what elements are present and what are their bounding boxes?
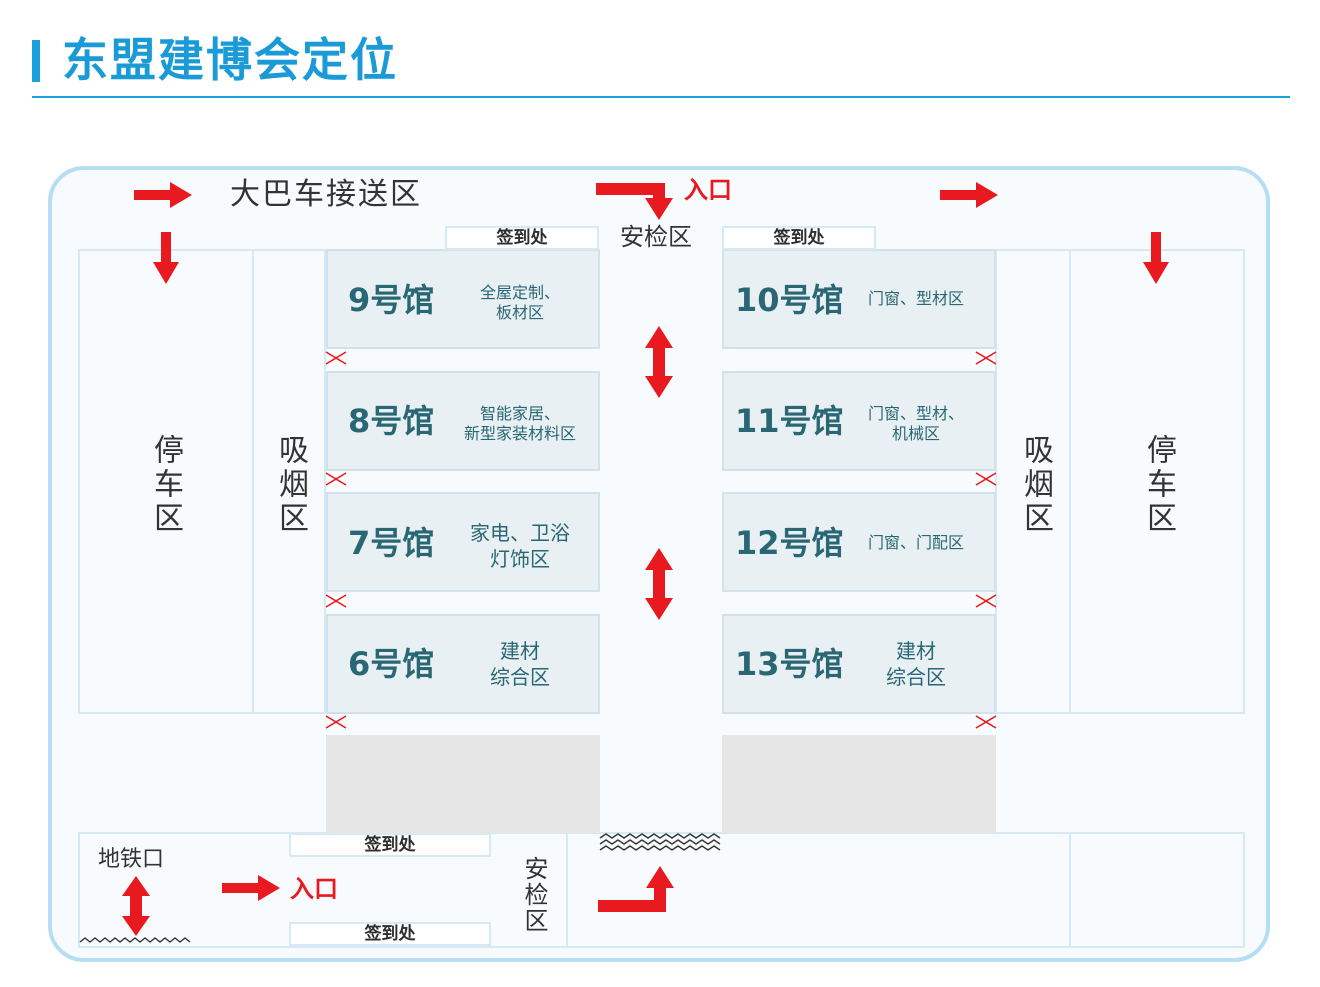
bus-area-label: 大巴车接送区	[230, 177, 422, 212]
arrow-right-icon	[940, 182, 998, 208]
hall-number: 13号馆	[735, 645, 844, 683]
bottom-zone-right	[1069, 832, 1245, 948]
smoking-zone-left	[252, 249, 326, 714]
wave-icon	[599, 839, 721, 845]
hall-10	[722, 249, 996, 349]
metro-label: 地铁口	[98, 847, 165, 872]
hall-description: 全屋定制、 板材区	[479, 283, 560, 322]
hall-number: 11号馆	[735, 402, 844, 440]
parking-label-right: 停车区	[1141, 434, 1176, 536]
signin-desk-bottom-upper: 签到处	[289, 833, 491, 857]
hall-9	[326, 249, 600, 349]
smoking-label-right: 吸烟区	[1018, 434, 1053, 536]
hall-description: 门窗、型材区	[867, 289, 964, 308]
hall-description: 家电、卫浴 灯饰区	[470, 521, 570, 571]
page-title: 东盟建博会定位	[62, 33, 398, 87]
hall-number: 8号馆	[348, 402, 435, 440]
signin-desk-bottom-lower: 签到处	[289, 922, 491, 946]
hall-number: 9号馆	[348, 281, 435, 319]
wave-icon	[599, 845, 721, 851]
bottom-zone-center	[566, 832, 1071, 948]
door-icon	[975, 472, 997, 486]
parking-label-left: 停车区	[148, 434, 183, 536]
arrow-right-icon	[222, 875, 280, 901]
entrance-label-top: 入口	[684, 176, 732, 204]
title-accent-bar	[32, 40, 40, 82]
wave-icon	[79, 937, 191, 943]
door-icon	[325, 351, 347, 365]
door-icon	[325, 715, 347, 729]
hall-6	[326, 614, 600, 714]
empty-block-right	[722, 735, 996, 833]
door-icon	[975, 351, 997, 365]
hall-number: 6号馆	[348, 645, 435, 683]
door-icon	[975, 594, 997, 608]
hall-7	[326, 492, 600, 592]
smoking-label-left: 吸烟区	[273, 434, 308, 536]
hall-number: 10号馆	[735, 281, 844, 319]
parking-zone-right	[1069, 249, 1245, 714]
double-arrow-icon	[122, 876, 150, 936]
signin-desk-top-right: 签到处	[722, 226, 876, 250]
hall-description: 门窗、门配区	[867, 533, 964, 552]
signin-desk-top-left: 签到处	[445, 226, 599, 250]
hall-13	[722, 614, 996, 714]
door-icon	[325, 472, 347, 486]
title-divider	[32, 96, 1290, 98]
entrance-arrow-icon	[598, 866, 674, 912]
double-arrow-icon	[645, 326, 673, 398]
hall-description: 建材 综合区	[886, 639, 946, 689]
hall-12	[722, 492, 996, 592]
hall-11	[722, 371, 996, 471]
door-icon	[325, 594, 347, 608]
arrow-down-icon	[153, 232, 179, 284]
entrance-arrow-icon	[596, 183, 673, 220]
entrance-label-bottom: 入口	[290, 875, 338, 903]
hall-description: 门窗、型材、 机械区	[867, 404, 964, 443]
hall-number: 12号馆	[735, 524, 844, 562]
hall-description: 建材 综合区	[490, 639, 550, 689]
door-icon	[975, 715, 997, 729]
security-label-bottom: 安检区	[520, 856, 548, 934]
double-arrow-icon	[645, 548, 673, 620]
arrow-right-icon	[134, 182, 192, 208]
arrow-down-icon	[1143, 232, 1169, 284]
empty-block-left	[326, 735, 600, 833]
wave-icon	[599, 833, 721, 839]
hall-8	[326, 371, 600, 471]
security-label-top: 安检区	[620, 223, 692, 251]
hall-number: 7号馆	[348, 524, 435, 562]
hall-description: 智能家居、 新型家装材料区	[463, 404, 576, 443]
